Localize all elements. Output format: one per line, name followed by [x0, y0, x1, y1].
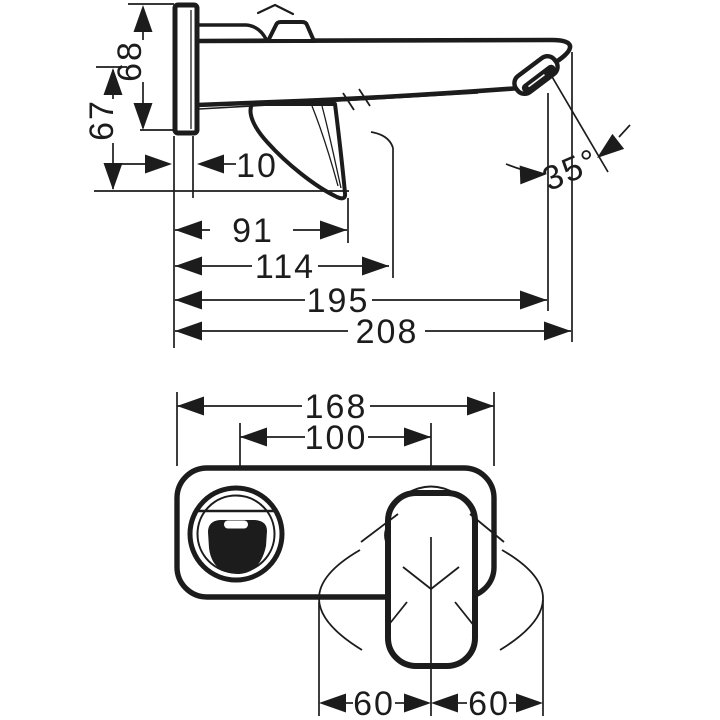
handle-swing-marks	[318, 513, 544, 651]
handle-pivot-cap	[266, 20, 316, 43]
spout-underside-line	[198, 92, 479, 110]
spout-body	[194, 37, 573, 108]
dimension-label-60-right: 60	[468, 685, 510, 720]
lever-contour-line	[321, 105, 342, 189]
dimension-label-114: 114	[255, 248, 315, 286]
dimension-label-195: 195	[307, 282, 370, 320]
front-dimension-lines	[176, 392, 544, 716]
dimension-label-91: 91	[232, 212, 274, 250]
dimension-label-208: 208	[356, 313, 419, 351]
dimension-label-100: 100	[305, 419, 368, 457]
dimension-label-168: 168	[305, 388, 368, 426]
lever-contour-line	[311, 105, 339, 187]
dimension-label-67: 67	[83, 99, 121, 141]
spout-outlet-front	[187, 485, 285, 583]
lever-handle-side	[248, 102, 348, 201]
outlet-opening	[208, 520, 267, 574]
dimension-label-10: 10	[236, 147, 278, 185]
front-view: 168 100 60 60	[174, 388, 544, 720]
lever-swing-ghost-marks	[342, 88, 394, 149]
aerator-nozzle	[512, 53, 560, 97]
front-faucet-shapes	[174, 465, 544, 716]
side-faucet-shapes	[172, 2, 573, 201]
dimension-label-60-left: 60	[353, 685, 395, 720]
movement-chevron-icon	[256, 3, 295, 16]
wall-plate-side	[172, 2, 200, 136]
dimension-label-68: 68	[111, 40, 149, 82]
side-view: 68 67 10 91 114 195 208 35°	[83, 2, 631, 351]
